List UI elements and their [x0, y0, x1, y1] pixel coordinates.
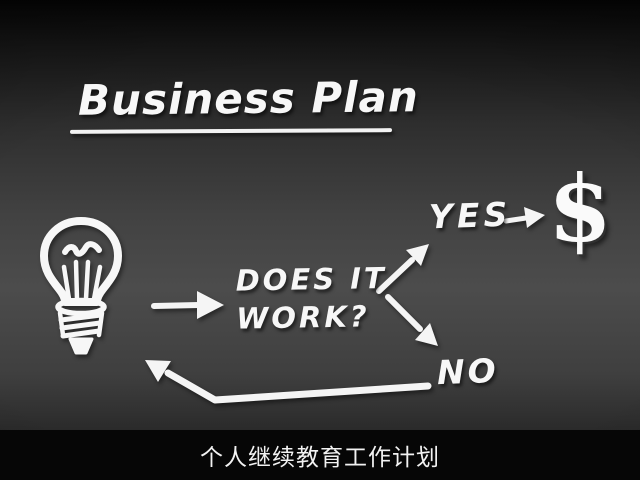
arrow-no-to-idea: [145, 360, 432, 404]
yes-label: YES: [428, 194, 512, 237]
arrow-idea-to-question: [151, 291, 224, 319]
arrow-question-to-yes: [376, 244, 429, 294]
arrow-yes-to-dollar: [503, 207, 545, 228]
caption-text: 个人继续教育工作计划: [200, 445, 440, 471]
arrow-question-to-no: [385, 294, 438, 346]
dollar-sign: $: [548, 155, 613, 263]
caption-bar: 个人继续教育工作计划: [0, 430, 640, 480]
no-label: NO: [436, 350, 500, 393]
question-text: DOES IT WORK?: [235, 260, 388, 336]
lightbulb-icon: [40, 217, 122, 355]
